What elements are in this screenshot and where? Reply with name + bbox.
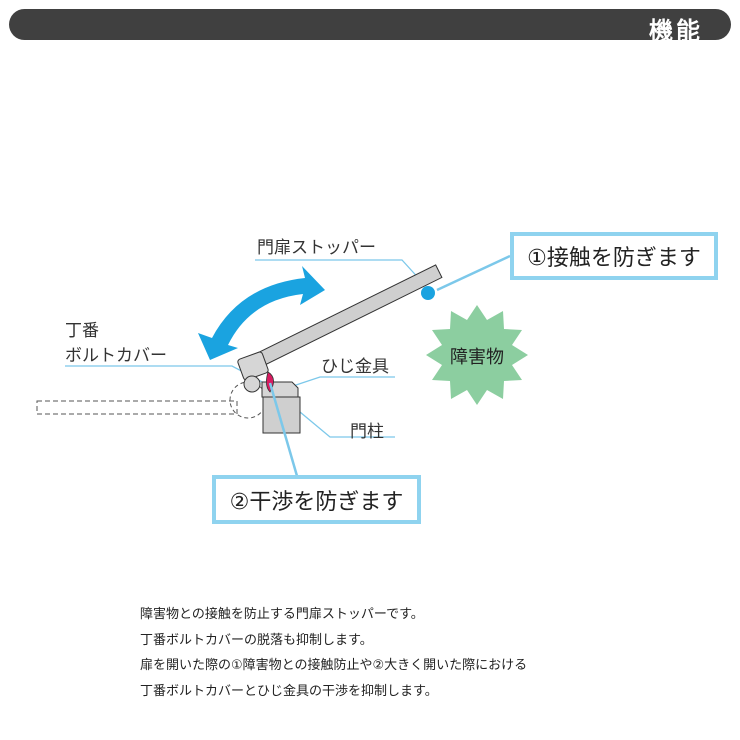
hinge-block [237, 351, 269, 381]
elbow-leader-line [289, 376, 395, 388]
description-line: 丁番ボルトカバーの脱落も抑制します。 [140, 632, 373, 648]
description-line: 障害物との接触を防止する門扉ストッパーです。 [140, 607, 424, 622]
stopper-leader-line [255, 259, 423, 283]
gate-post-label: 門柱 [350, 422, 384, 442]
callout-prevent-contact-text: ①接触を防ぎます [527, 246, 701, 271]
closed-gate-outline [36, 400, 238, 415]
description-line: 丁番ボルトカバーとひじ金具の干渉を抑制します。 [140, 683, 438, 699]
gate-post [262, 396, 301, 434]
interference-leader-line [268, 382, 299, 477]
stopper-label: 門扉ストッパー [257, 238, 376, 258]
contact-leader-line [436, 254, 511, 292]
hinge-cover-leader-line [65, 365, 267, 385]
description: 障害物との接触を防止する門扉ストッパーです。 丁番ボルトカバーの脱落も抑制します… [140, 602, 527, 704]
callout-prevent-interference: ②干渉を防ぎます [212, 475, 421, 524]
hinge-cover-label-line1: 丁番 [65, 321, 99, 341]
section-header-bar: 機能 [9, 9, 731, 45]
post-leader-line [299, 411, 395, 438]
elbow-fitting-label: ひじ金具 [321, 357, 389, 377]
hinge-knuckle [243, 375, 261, 393]
swing-arrow-icon [198, 266, 325, 360]
section-title: 機能 [649, 17, 703, 45]
obstacle-shape [426, 305, 528, 405]
contact-point-dot [421, 286, 435, 300]
callout-prevent-contact: ①接触を防ぎます [510, 232, 718, 280]
hinge-cover-label-line2: ボルトカバー [65, 346, 167, 366]
callout-prevent-interference-text: ②干渉を防ぎます [229, 489, 404, 515]
description-line: 扉を開いた際の①障害物との接触防止や②大きく開いた際における [140, 658, 528, 673]
obstacle-label: 障害物 [450, 347, 504, 368]
